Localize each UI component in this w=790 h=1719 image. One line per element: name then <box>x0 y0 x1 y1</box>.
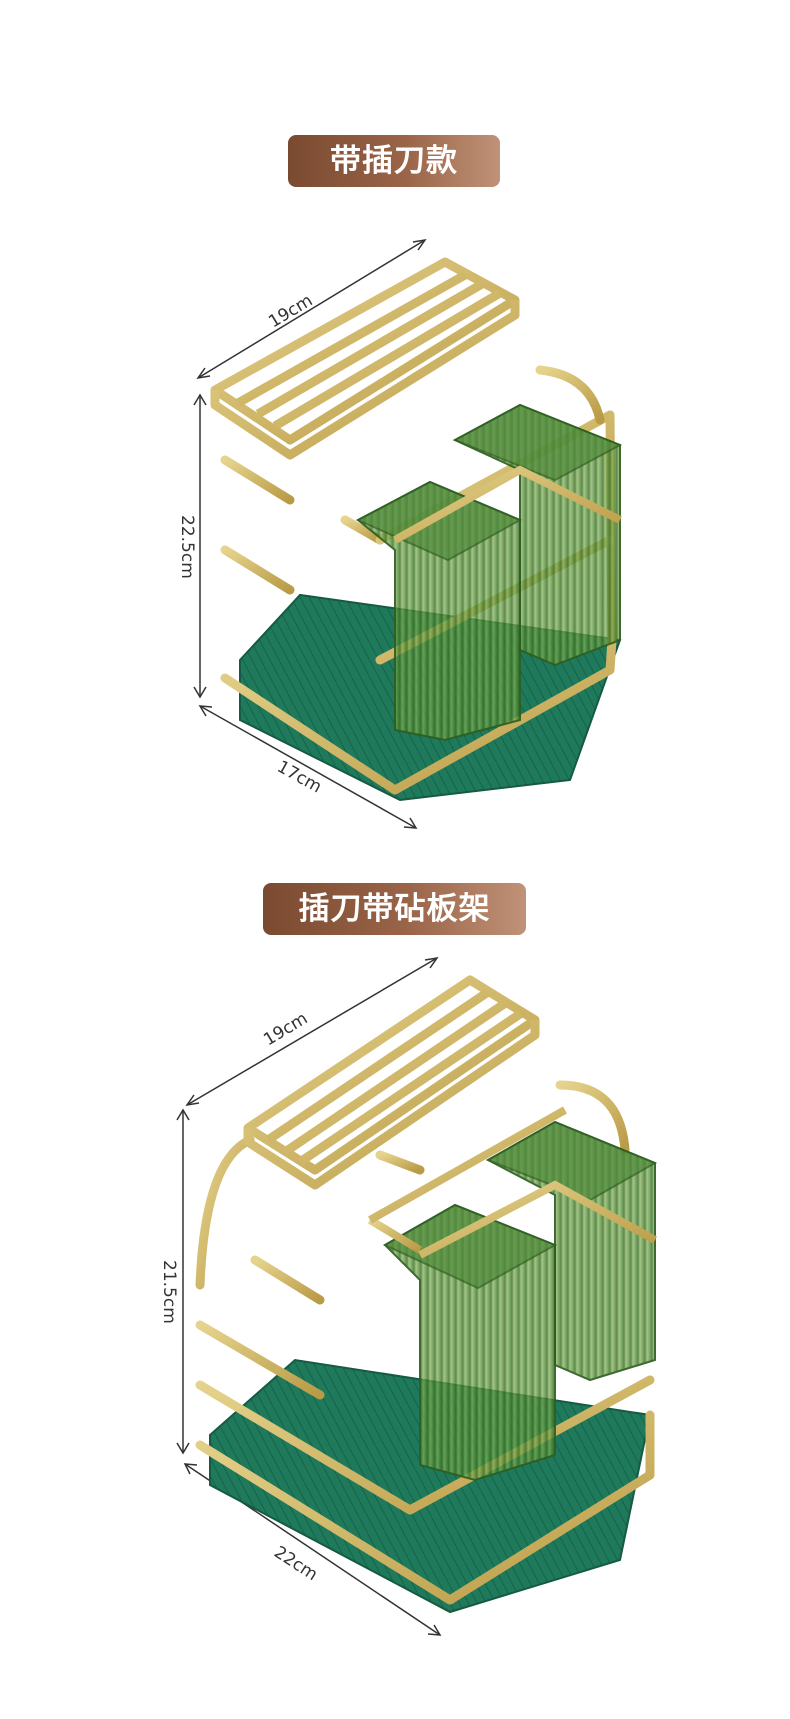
dimension-height-label: 21.5cm <box>159 1260 179 1324</box>
product-title-1: 带插刀款 <box>288 135 500 187</box>
utensil-cup-back <box>485 1120 658 1382</box>
dimension-height-line <box>176 1108 190 1455</box>
dimension-width-label: 19cm <box>265 291 316 333</box>
dimension-depth-label: 17cm <box>274 757 325 798</box>
dimension-height-line <box>193 393 207 699</box>
product-section-2: 插刀带砧板架 1 <box>0 860 790 1719</box>
utensil-cup-back <box>452 403 623 667</box>
dish-rack-with-knife-slot-image: 19cm 22.5cm 17cm <box>177 238 623 829</box>
dimension-width-line <box>185 956 439 1107</box>
dimension-width-label: 19cm <box>260 1009 311 1051</box>
dimension-depth-label: 22cm <box>270 1542 321 1585</box>
product-section-1: 带插刀款 19c <box>177 135 623 829</box>
dimension-height-label: 22.5cm <box>177 515 197 579</box>
dimension-depth-line <box>198 705 418 829</box>
utensil-cup-front <box>382 1203 558 1482</box>
dish-rack-with-cutting-board-holder-image: 19cm 21.5cm 22cm <box>159 956 658 1636</box>
product-title-2: 插刀带砧板架 <box>263 883 526 935</box>
utensil-cup-front <box>355 480 523 742</box>
dimension-width-line <box>196 238 427 380</box>
